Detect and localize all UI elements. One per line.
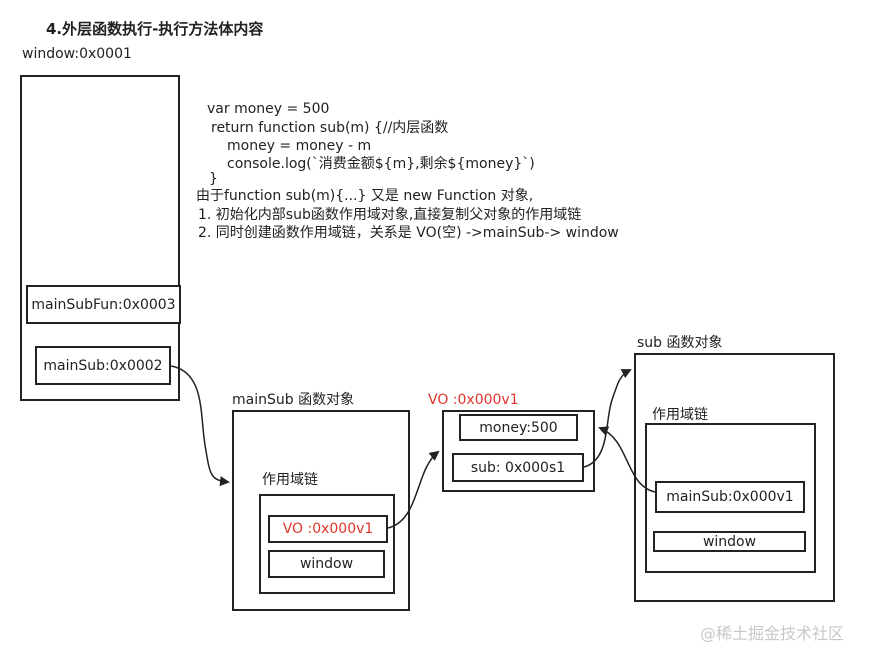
mainsub-scope-label: 作用域链 xyxy=(262,472,318,488)
cell-mainsub-vo: VO :0x000v1 xyxy=(268,515,388,543)
cell-sub-window: window xyxy=(653,531,806,552)
arrow-mainsub-to-object xyxy=(170,365,230,487)
arrow-vo-to-vobox xyxy=(387,450,440,529)
cell-money: money:500 xyxy=(459,414,578,441)
cell-mainsubfun: mainSubFun:0x0003 xyxy=(26,285,181,324)
code-line-5: } xyxy=(209,171,218,187)
cell-sub: sub: 0x000s1 xyxy=(452,453,584,482)
code-line-3: money = money - m xyxy=(227,138,372,154)
vo-label: VO :0x000v1 xyxy=(428,392,519,408)
sub-scope-label: 作用域链 xyxy=(652,407,708,423)
note-line-3: 2. 同时创建函数作用域链，关系是 VO(空) ->mainSub-> wind… xyxy=(198,225,619,241)
mainsub-object-label: mainSub 函数对象 xyxy=(232,392,355,408)
note-line-2: 1. 初始化内部sub函数作用域对象,直接复制父对象的作用域链 xyxy=(198,207,582,223)
watermark: @稀土掘金技术社区 xyxy=(700,624,845,643)
sub-object-label: sub 函数对象 xyxy=(637,335,723,351)
note-line-1: 由于function sub(m){...} 又是 new Function 对… xyxy=(196,188,534,204)
arrow-scope-to-vobox xyxy=(598,426,656,493)
window-label: window:0x0001 xyxy=(22,46,132,62)
cell-mainsub: mainSub:0x0002 xyxy=(35,346,171,385)
diagram-title: 4.外层函数执行-执行方法体内容 xyxy=(46,20,264,38)
code-line-2: return function sub(m) {//内层函数 xyxy=(211,120,449,136)
code-line-1: var money = 500 xyxy=(207,101,330,117)
cell-mainsub-window: window xyxy=(268,550,385,578)
cell-sub-mainsub: mainSub:0x000v1 xyxy=(655,481,805,513)
code-line-4: console.log(`消费金额${m},剩余${money}`) xyxy=(227,156,535,172)
arrow-sub-to-subobject xyxy=(583,369,632,468)
